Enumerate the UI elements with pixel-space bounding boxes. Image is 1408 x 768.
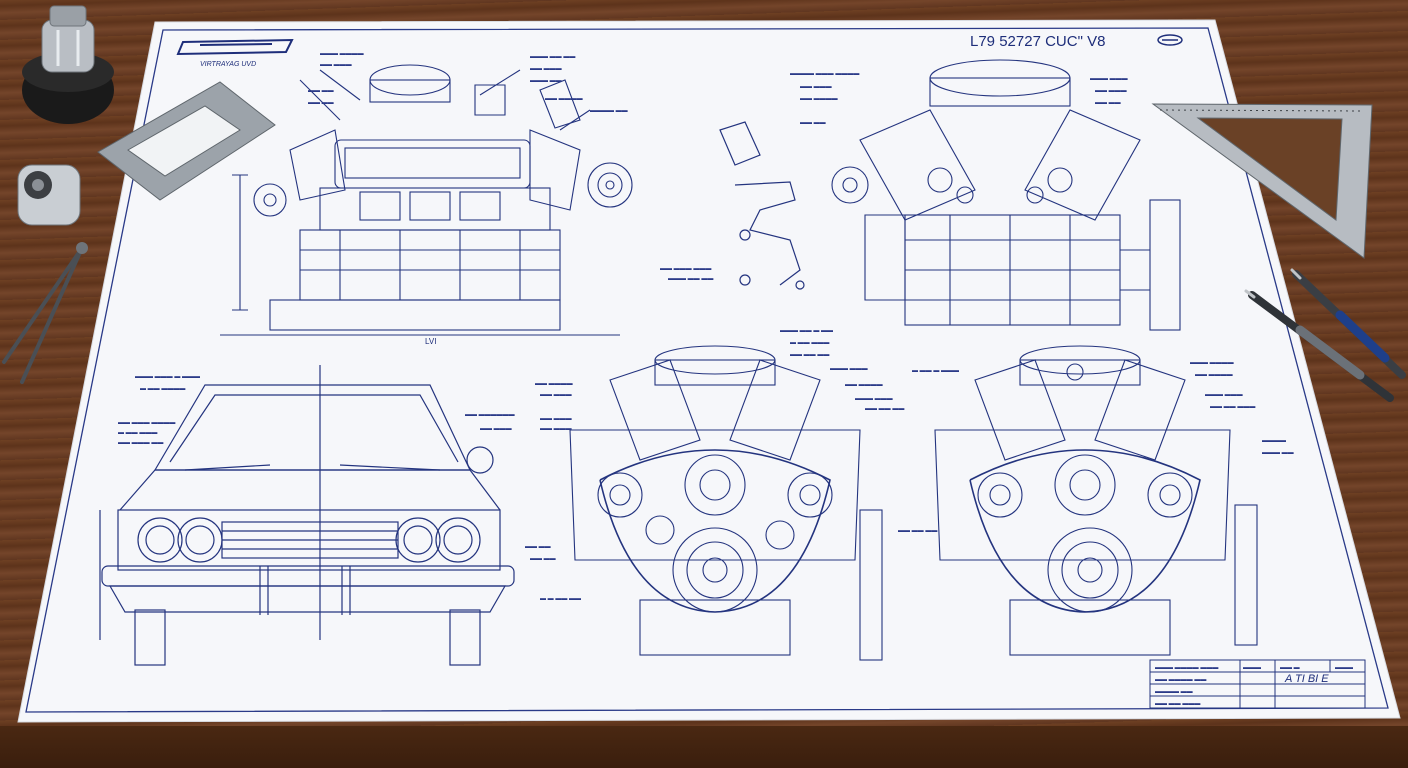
svg-text:▬ ▬▬ ▬▬▬: ▬ ▬▬ ▬▬▬ <box>790 340 829 346</box>
svg-text:▬▬▬ ▬▬ ▬ ▬▬: ▬▬▬ ▬▬ ▬ ▬▬ <box>780 328 833 334</box>
svg-text:▬▬ ▬▬▬ ▬▬▬▬: ▬▬ ▬▬▬ ▬▬▬▬ <box>118 420 175 426</box>
svg-text:▬▬▬: ▬▬▬ <box>1335 665 1353 671</box>
triangle-ruler <box>1151 103 1373 259</box>
svg-text:▬▬▬▬ ▬▬: ▬▬▬▬ ▬▬ <box>590 108 628 114</box>
drafting-compass <box>2 242 88 384</box>
engine-side-view-left <box>220 64 633 336</box>
svg-text:▬▬▬: ▬▬▬ <box>1243 665 1261 671</box>
svg-text:▬ ▬▬ ▬ ▬▬▬: ▬ ▬▬ ▬ ▬▬▬ <box>912 368 959 374</box>
svg-text:▬▬ ▬▬▬: ▬▬ ▬▬▬ <box>1095 88 1127 94</box>
part-detail-drawing <box>719 121 805 290</box>
engine-1-callouts: ▬▬▬ ▬▬▬▬▬▬ ▬▬▬▬▬ ▬▬▬▬ ▬▬ ▬▬▬ ▬▬ ▬▬▬▬ ▬▬▬… <box>308 51 628 114</box>
blueprint-sheet <box>17 19 1401 723</box>
svg-text:▬▬ ▬▬▬▬: ▬▬ ▬▬▬▬ <box>545 96 583 102</box>
svg-text:▬▬▬ ▬▬ ▬▬: ▬▬▬ ▬▬ ▬▬ <box>668 276 713 282</box>
title-block-code: A TI BI E <box>1284 673 1329 685</box>
svg-text:▬▬ ▬▬▬▬: ▬▬ ▬▬▬▬ <box>845 382 883 388</box>
part-detail-callout: ▬▬ ▬▬▬ ▬▬▬ ▬▬▬ ▬▬ ▬▬ <box>660 266 713 282</box>
svg-text:▬▬ ▬▬: ▬▬ ▬▬ <box>1095 100 1121 106</box>
sheet-border <box>25 27 1389 713</box>
svg-text:▬▬▬▬ ▬▬▬ ▬▬▬▬: ▬▬▬▬ ▬▬▬ ▬▬▬▬ <box>790 71 859 77</box>
svg-text:▬▬ ▬▬ ▬▬▬: ▬▬ ▬▬ ▬▬▬ <box>1210 404 1255 410</box>
svg-text:▬▬▬▬ ▬▬: ▬▬▬▬ ▬▬ <box>1155 689 1193 695</box>
svg-text:▬▬▬ ▬▬▬▬: ▬▬▬ ▬▬▬▬ <box>1190 360 1234 366</box>
svg-text:▬▬ ▬▬▬ ▬▬: ▬▬ ▬▬▬ ▬▬ <box>118 440 163 446</box>
svg-text:▬▬ ▬▬▬▬: ▬▬ ▬▬▬▬ <box>1195 372 1233 378</box>
engine-4-callouts: ▬ ▬▬ ▬ ▬▬▬ ▬▬▬ ▬▬▬▬ ▬▬ ▬▬▬▬ ▬▬▬ ▬▬▬ ▬▬ ▬▬ … <box>898 360 1294 534</box>
svg-text:▬▬ ▬▬▬▬: ▬▬ ▬▬▬▬ <box>800 96 838 102</box>
svg-text:▬▬▬ ▬▬▬: ▬▬▬ ▬▬▬ <box>855 396 893 402</box>
svg-text:▬▬ ▬▬ ▬▬: ▬▬ ▬▬ ▬▬ <box>865 406 904 412</box>
svg-text:▬▬ ▬▬▬▬: ▬▬ ▬▬▬▬ <box>535 381 573 387</box>
svg-text:▬▬ ▬▬▬: ▬▬ ▬▬▬ <box>320 62 352 68</box>
svg-text:▬▬ ▬▬: ▬▬ ▬▬ <box>800 120 826 126</box>
svg-text:▬▬ ▬▬▬▬▬▬: ▬▬ ▬▬▬▬▬▬ <box>465 412 515 418</box>
svg-text:▬▬▬▬: ▬▬▬▬ <box>1262 438 1286 444</box>
logo-caption: VIRTRAYAG UVD <box>200 61 256 68</box>
drawing-title: L79 52727 CUC" V8 <box>970 33 1105 50</box>
engine-2-callouts: ▬▬▬▬ ▬▬▬ ▬▬▬▬ ▬▬ ▬▬▬ ▬▬ ▬▬▬▬ ▬▬ ▬▬ ▬▬▬ ▬▬▬ ▬… <box>790 71 1128 126</box>
svg-text:▬▬▬ ▬▬: ▬▬▬ ▬▬ <box>1262 450 1294 456</box>
engine-3-callouts: ▬▬▬ ▬▬ ▬ ▬▬ ▬ ▬▬ ▬▬▬ ▬▬ ▬▬ ▬▬ ▬▬▬ ▬▬▬ ▬▬ ▬▬… <box>525 328 904 602</box>
title-emblem <box>1157 34 1183 46</box>
svg-text:▬▬▬ ▬▬▬▬ ▬▬▬: ▬▬▬ ▬▬▬▬ ▬▬▬ <box>1155 665 1218 671</box>
svg-text:▬▬ ▬▬▬: ▬▬ ▬▬▬ <box>800 84 832 90</box>
svg-text:▬▬ ▬▬▬ ▬▬▬: ▬▬ ▬▬▬ ▬▬▬ <box>660 266 711 272</box>
svg-text:▬ ▬▬ ▬▬▬: ▬ ▬▬ ▬▬▬ <box>118 430 157 436</box>
svg-text:▬▬▬ ▬▬▬: ▬▬▬ ▬▬▬ <box>1205 392 1243 398</box>
dimension-mark: LVI <box>425 337 436 346</box>
svg-text:▬▬▬ ▬▬▬ ▬ ▬▬▬: ▬▬▬ ▬▬▬ ▬ ▬▬▬ <box>135 374 200 380</box>
svg-text:▬▬ ▬▬: ▬▬ ▬▬ <box>308 88 334 94</box>
mechanical-pencil <box>1244 289 1394 402</box>
svg-text:▬▬ ▬▬ ▬▬: ▬▬ ▬▬ ▬▬ <box>898 528 937 534</box>
svg-text:▬▬ ▬▬▬: ▬▬ ▬▬▬ <box>540 426 572 432</box>
engine-front-view-belts-right <box>934 345 1258 656</box>
svg-text:▬▬▬ ▬▬▬: ▬▬▬ ▬▬▬ <box>1090 76 1128 82</box>
svg-text:▬▬▬ ▬▬▬: ▬▬▬ ▬▬▬ <box>830 366 868 372</box>
svg-text:▬▬▬ ▬▬ ▬▬: ▬▬▬ ▬▬ ▬▬ <box>530 54 575 60</box>
svg-text:▬▬▬ ▬▬: ▬▬▬ ▬▬ <box>530 78 562 84</box>
svg-text:▬▬ ▬▬▬: ▬▬ ▬▬▬ <box>540 416 572 422</box>
svg-text:▬▬ ▬▬▬: ▬▬ ▬▬▬ <box>480 426 512 432</box>
ballpoint-pen <box>1290 268 1406 379</box>
title-block-entries: ▬▬▬ ▬▬▬▬ ▬▬▬▬▬ ▬▬▬▬ ▬▬ ▬▬▬▬ ▬▬▬▬ ▬▬ ▬▬▬ … <box>1155 665 1353 707</box>
svg-text:▬▬ ▬▬ ▬▬: ▬▬ ▬▬ ▬▬ <box>790 352 829 358</box>
title-block <box>1149 659 1366 709</box>
svg-text:▬ ▬▬ ▬▬▬▬: ▬ ▬▬ ▬▬▬▬ <box>140 386 185 392</box>
svg-text:▬▬ ▬: ▬▬ ▬ <box>1280 665 1300 671</box>
svg-text:▬▬ ▬▬: ▬▬ ▬▬ <box>308 100 334 106</box>
svg-text:▬▬ ▬▬▬▬ ▬▬: ▬▬ ▬▬▬▬ ▬▬ <box>1155 677 1206 683</box>
svg-text:▬ ▬ ▬▬ ▬▬: ▬ ▬ ▬▬ ▬▬ <box>540 596 581 602</box>
svg-text:▬▬ ▬▬▬: ▬▬ ▬▬▬ <box>540 392 572 398</box>
set-square <box>97 81 276 201</box>
svg-text:▬▬ ▬▬: ▬▬ ▬▬ <box>530 556 556 562</box>
car-callouts: ▬▬▬ ▬▬▬ ▬ ▬▬▬ ▬ ▬▬ ▬▬▬▬ ▬▬ ▬▬▬ ▬▬▬▬ ▬ ▬▬ ▬… <box>118 374 515 446</box>
ink-bottle <box>22 5 114 124</box>
engine-front-view-belts-center <box>569 345 883 661</box>
desk-edge <box>0 726 1408 768</box>
chevrolet-logo <box>176 38 294 56</box>
svg-text:▬▬ ▬▬▬: ▬▬ ▬▬▬ <box>530 66 562 72</box>
svg-text:▬▬ ▬▬: ▬▬ ▬▬ <box>525 544 551 550</box>
svg-text:▬▬▬ ▬▬▬▬: ▬▬▬ ▬▬▬▬ <box>320 51 364 57</box>
engine-front-view-right <box>831 59 1181 331</box>
car-front-view <box>99 365 515 666</box>
pencil-sharpener <box>17 164 81 226</box>
svg-text:▬▬ ▬▬ ▬▬▬: ▬▬ ▬▬ ▬▬▬ <box>1155 701 1200 707</box>
